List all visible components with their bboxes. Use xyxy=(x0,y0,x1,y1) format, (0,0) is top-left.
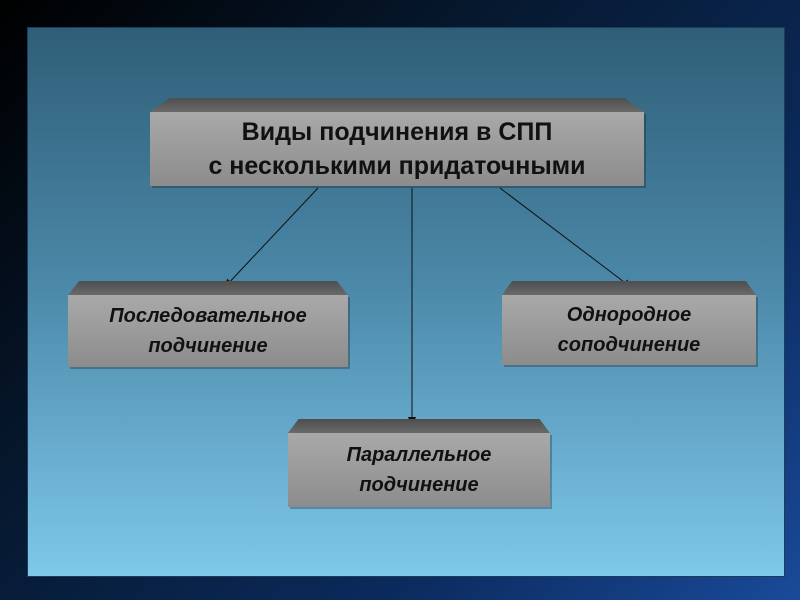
main-title-box: Виды подчинения в СПП с несколькими прид… xyxy=(150,98,644,186)
title-line-1: Виды подчинения в СПП xyxy=(241,118,553,146)
sequential-line-1: Последовательное xyxy=(109,305,307,327)
box-top-face xyxy=(150,98,644,112)
title-line-2: с несколькими придаточными xyxy=(208,152,586,180)
parallel-subordination-box: Параллельное подчинение xyxy=(288,419,550,507)
box-top-face xyxy=(288,419,550,433)
homogeneous-line-1: Однородное xyxy=(566,304,692,326)
sequential-line-2: подчинение xyxy=(148,335,268,357)
sequential-subordination-box: Последовательное подчинение xyxy=(68,281,348,367)
box-top-face xyxy=(68,281,348,295)
homogeneous-subordination-box: Однородное соподчинение xyxy=(502,281,756,365)
box-top-face xyxy=(502,281,756,295)
homogeneous-line-2: соподчинение xyxy=(557,334,701,356)
parallel-line-1: Параллельное xyxy=(346,444,492,466)
parallel-line-2: подчинение xyxy=(359,474,479,496)
